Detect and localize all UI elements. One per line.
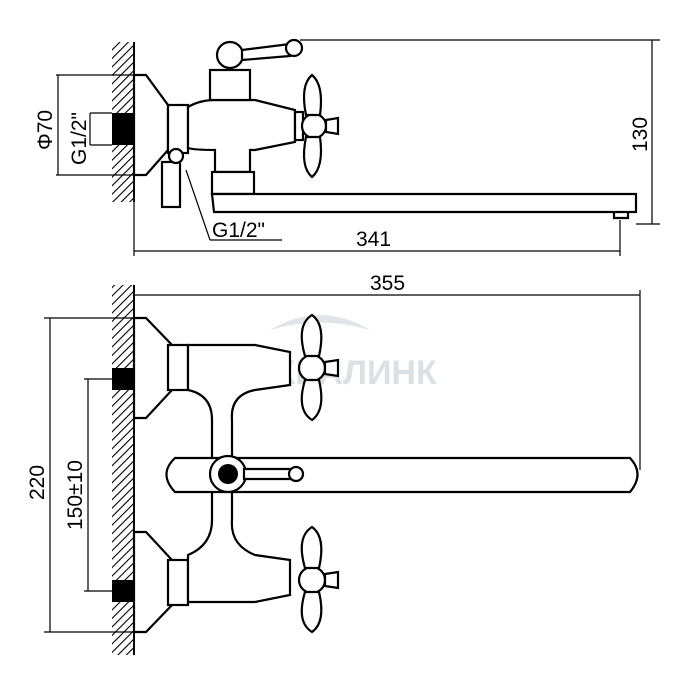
svg-text:220: 220 [26, 465, 49, 500]
hose-connector [160, 160, 182, 209]
lower-flange [132, 530, 174, 634]
svg-text:130: 130 [629, 117, 652, 152]
svg-text:G1/2": G1/2" [212, 219, 265, 242]
mixer-body [186, 343, 292, 604]
nut [166, 103, 190, 155]
diverter-lever [240, 42, 292, 62]
handle-hub [300, 112, 328, 140]
svg-text:150±10: 150±10 [64, 460, 87, 530]
spout-nut [210, 170, 256, 196]
upper-flange [132, 316, 174, 420]
wall-flange [132, 73, 170, 177]
spout [165, 456, 639, 494]
front-view: 355 220 150±10 [26, 272, 641, 655]
wall-inlet [112, 113, 134, 145]
diverter-cap [208, 68, 252, 102]
svg-text:355: 355 [370, 272, 405, 295]
svg-text:341: 341 [356, 228, 391, 251]
diverter-knob [215, 40, 245, 70]
svg-text:Φ70: Φ70 [34, 110, 57, 150]
svg-text:G1/2": G1/2" [68, 112, 91, 165]
top-view: Φ70 G1/2" G1/2" 341 130 [34, 38, 660, 256]
upper-cross-handle [297, 313, 340, 422]
diverter-lever [242, 467, 294, 481]
lower-cross-handle [297, 525, 340, 634]
mixer-body [186, 98, 297, 174]
spout [210, 192, 638, 220]
handle-arm [302, 73, 323, 117]
